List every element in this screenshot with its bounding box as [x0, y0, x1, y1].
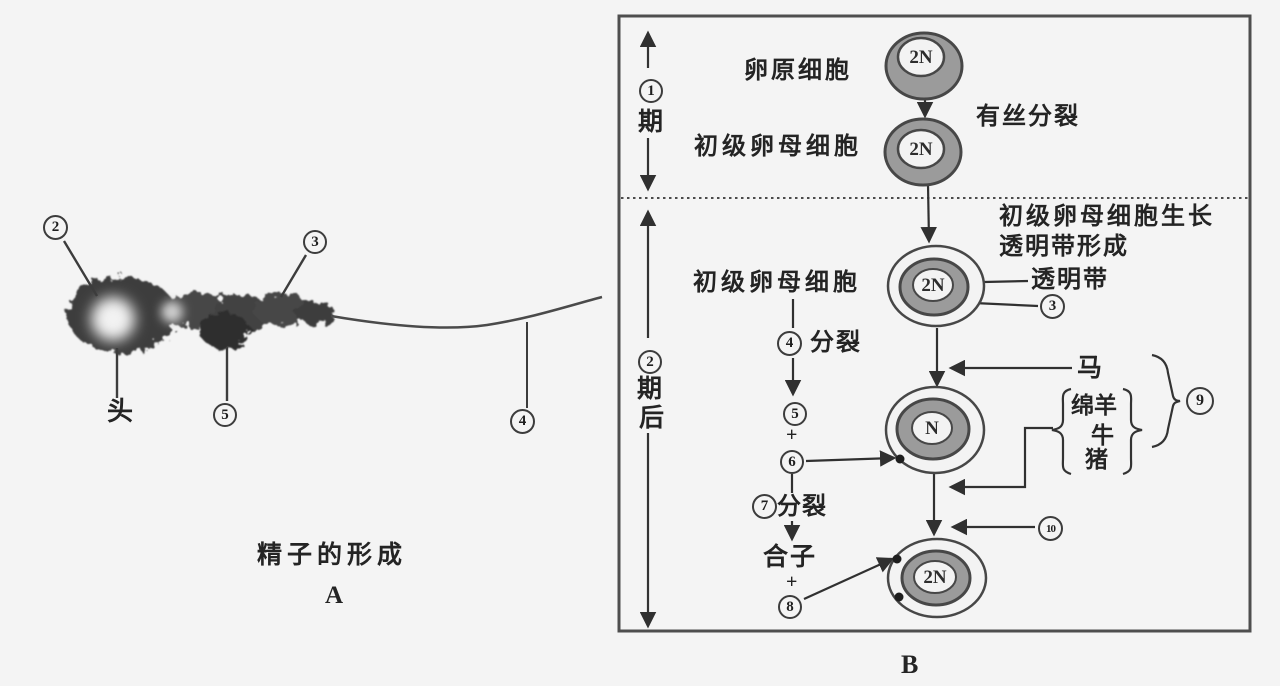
- oogonium-label: 卵原细胞: [744, 58, 852, 84]
- cell-grown-oocyte-ploidy: 2N: [921, 275, 945, 296]
- primary-oocyte-label-1: 初级卵母细胞: [694, 134, 862, 160]
- mitosis-label: 有丝分裂: [976, 104, 1080, 130]
- arrow-callout6-to-egg: [805, 450, 897, 467]
- callout-4-number-b: 4: [785, 335, 794, 351]
- cell-egg-ploidy: N: [925, 418, 939, 439]
- cell-zygote-ploidy: 2N: [923, 567, 947, 588]
- plus-sign-2: +: [786, 571, 798, 593]
- callout-9-number: 9: [1196, 392, 1204, 409]
- cell-oogonium: [884, 31, 964, 101]
- division4-label: 分裂: [810, 330, 862, 356]
- cell-zygote: [886, 537, 988, 619]
- sperm-contact-mark-2: [894, 592, 904, 602]
- callout-8-number: 8: [786, 598, 794, 615]
- cell-grown-oocyte: [886, 244, 986, 328]
- stage1-label: 期: [638, 109, 664, 136]
- callout-5-number-a: 5: [221, 406, 229, 423]
- sperm-head-highlight: [91, 297, 135, 341]
- stage1-number: 1: [647, 82, 655, 99]
- callout-2-number: 2: [51, 219, 60, 235]
- arrow-oocyte-to-grown-oocyte: [920, 183, 938, 244]
- callout-5-badge-b: 5: [783, 402, 807, 426]
- growth-note-line2: 透明带形成: [999, 234, 1129, 260]
- callout-3-badge-a: 3: [303, 230, 327, 254]
- callout-10-badge: 10: [1038, 516, 1063, 541]
- callout-3-badge-b: 3: [1040, 294, 1065, 319]
- horse-label: 马: [1077, 355, 1103, 382]
- arrow-animal-group: [948, 426, 1053, 496]
- callout-6-number: 6: [788, 453, 796, 470]
- sperm-head-label: 头: [107, 397, 134, 426]
- panel-a-pointer-lines: [62, 240, 528, 408]
- panel-a-caption: 精子的形成: [257, 542, 408, 569]
- primary-oocyte-label-2: 初级卵母细胞: [693, 270, 861, 296]
- pointer-callout-3a: [279, 254, 308, 298]
- stage1-badge: 1: [639, 79, 663, 103]
- stage2-badge: 2: [638, 350, 662, 374]
- callout-2-badge: 2: [43, 215, 68, 240]
- cell-primary-oocyte: [883, 117, 963, 187]
- callout-5-badge-a: 5: [213, 403, 237, 427]
- pointer-callout-2: [62, 240, 99, 297]
- sperm-contact-mark: [895, 454, 905, 464]
- cell-oogonium-ploidy: 2N: [909, 47, 933, 68]
- callout-9-badge: 9: [1186, 387, 1214, 415]
- arrow-callout8-to-zygote: [803, 557, 895, 601]
- zona-pellucida-label: 透明带: [1031, 267, 1109, 293]
- sperm-neck-highlight: [161, 301, 183, 323]
- cells: [883, 31, 988, 619]
- callout-6-badge: 6: [780, 450, 804, 474]
- callout-8-badge: 8: [778, 595, 802, 619]
- growth-note-line1: 初级卵母细胞生长: [999, 204, 1215, 230]
- zygote-label: 合子: [763, 544, 818, 571]
- stage2-label-char2: 后: [639, 405, 665, 432]
- callout-3-number-a: 3: [311, 233, 319, 250]
- stage2-number: 2: [646, 353, 654, 370]
- sperm-drawing: [67, 277, 603, 353]
- callout-7-number: 7: [760, 498, 769, 514]
- braces: [1051, 353, 1181, 476]
- left-brace: [1051, 387, 1072, 476]
- animal-cow-label: 牛: [1091, 423, 1114, 448]
- pointer-callout-3: [973, 301, 1039, 308]
- cell-egg: [884, 385, 986, 475]
- cell-primary-oocyte-ploidy: 2N: [909, 139, 933, 160]
- sperm-contact-mark-1: [892, 554, 902, 564]
- flow-arrows: [783, 100, 1072, 601]
- right-brace: [1122, 387, 1143, 476]
- callout-4-badge-a: 4: [510, 409, 535, 434]
- callout-4-number-a: 4: [518, 413, 527, 429]
- pointer-zona-label: [983, 279, 1029, 284]
- callout-5-number-b: 5: [791, 405, 799, 422]
- division7-label: 分裂: [777, 494, 827, 520]
- panel-a-letter: A: [325, 582, 344, 609]
- callout-4-badge-b: 4: [777, 331, 802, 356]
- animal-pig-label: 猪: [1085, 447, 1108, 472]
- panel-b-letter: B: [901, 650, 919, 679]
- callout-3-number-b: 3: [1048, 298, 1057, 314]
- plus-sign-1: +: [786, 424, 798, 446]
- callout-7-badge: 7: [752, 494, 777, 519]
- outer-brace: [1151, 353, 1181, 449]
- callout-10-number: 10: [1046, 522, 1056, 535]
- panel-b-frame: [617, 14, 1252, 633]
- animal-sheep-label: 绵羊: [1071, 393, 1117, 418]
- sperm-tail: [330, 295, 603, 329]
- stage2-label-char1: 期: [637, 376, 663, 403]
